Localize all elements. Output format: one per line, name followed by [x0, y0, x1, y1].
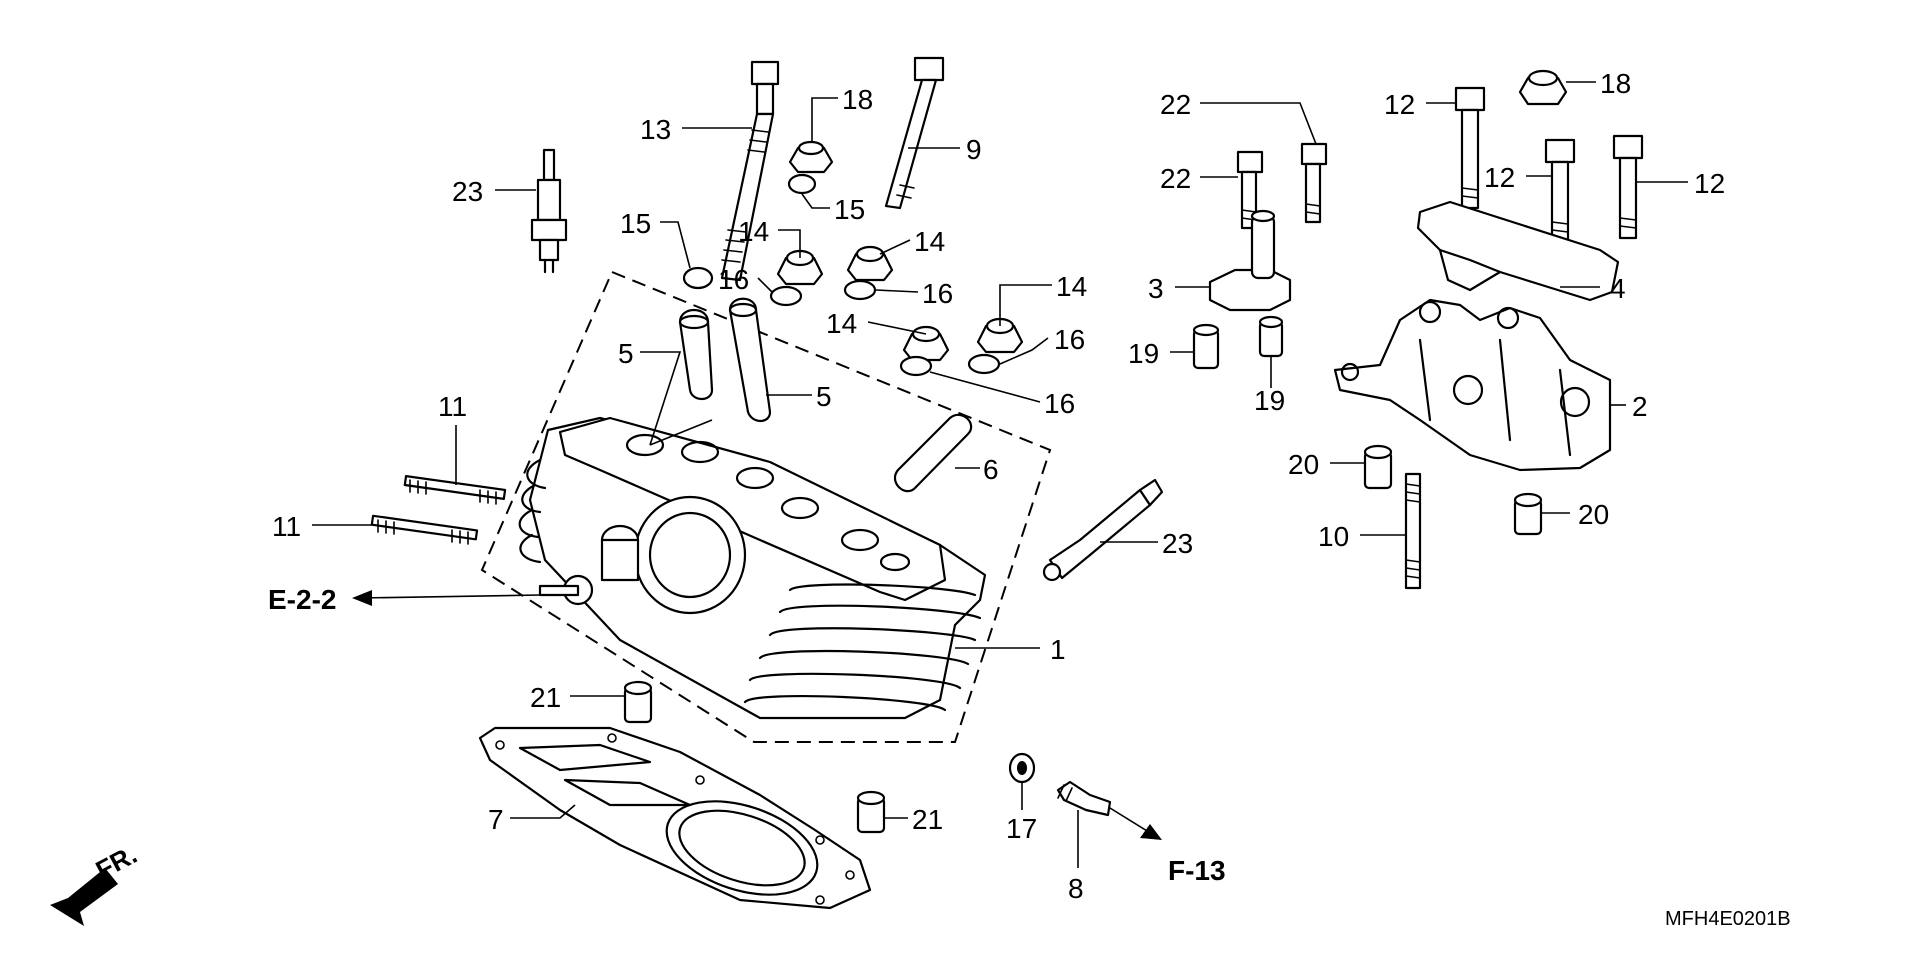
reference-arrow-left — [352, 590, 541, 606]
callout-14c: 14 — [1056, 271, 1087, 302]
rocker-plate — [1416, 200, 1620, 302]
callout-17: 17 — [1006, 813, 1037, 844]
callout-22b: 22 — [1160, 163, 1191, 194]
reference-label-left: E-2-2 — [268, 584, 336, 615]
callout-12b: 12 — [1484, 162, 1515, 193]
callout-15b: 15 — [834, 194, 865, 225]
callout-7: 7 — [488, 804, 504, 835]
washer-15-right — [787, 173, 817, 195]
front-arrow-icon: FR. — [50, 839, 142, 926]
nut-14-b — [846, 245, 894, 282]
collar-20-right — [1513, 492, 1543, 536]
callout-1: 1 — [1050, 634, 1066, 665]
callout-20b: 20 — [1578, 499, 1609, 530]
sealing-washer — [1008, 752, 1036, 784]
bolt-long — [884, 56, 945, 210]
head-gasket — [478, 726, 872, 910]
bolt-12-top — [1454, 86, 1486, 210]
callout-labels: 1 2 3 4 5 5 6 7 8 9 10 11 11 12 12 12 13… — [272, 68, 1725, 904]
cylinder-head — [518, 416, 987, 720]
assembly-outline — [480, 270, 1052, 743]
collar-20-left — [1363, 444, 1393, 490]
callout-16d: 16 — [1044, 388, 1075, 419]
callout-9: 9 — [966, 134, 982, 165]
spark-plug-right — [1042, 478, 1164, 582]
washer-16-d — [967, 353, 1001, 375]
callout-3: 3 — [1148, 273, 1164, 304]
callout-12c: 12 — [1694, 168, 1725, 199]
callout-6: 6 — [983, 454, 999, 485]
washer-16-c — [899, 355, 933, 377]
callout-19a: 19 — [1128, 338, 1159, 369]
callout-11b: 11 — [272, 511, 301, 542]
callout-4: 4 — [1610, 273, 1626, 304]
banjo-bolt — [1056, 780, 1112, 817]
drawing-code: MFH4E0201B — [1665, 908, 1791, 930]
callout-11a: 11 — [438, 391, 467, 422]
stud-bolt-long — [720, 60, 780, 282]
callout-22a: 22 — [1160, 89, 1191, 120]
nut-18-right — [1518, 69, 1568, 106]
callout-8: 8 — [1068, 873, 1084, 904]
callout-18a: 18 — [842, 84, 873, 115]
washer-16-a — [769, 285, 803, 307]
callout-23b: 23 — [1162, 528, 1193, 559]
callout-16a: 16 — [718, 264, 749, 295]
callout-2: 2 — [1632, 391, 1648, 422]
collar-19-right — [1258, 315, 1284, 358]
callout-16c: 16 — [1054, 324, 1085, 355]
reference-label-right: F-13 — [1168, 855, 1226, 886]
callout-21a: 21 — [530, 682, 561, 713]
stud-bolt-10 — [1404, 472, 1422, 590]
stud-bolt-lower — [370, 514, 479, 545]
callout-19b: 19 — [1254, 385, 1285, 416]
callout-21b: 21 — [912, 804, 943, 835]
dowel-pin-left — [623, 680, 653, 724]
callout-15a: 15 — [620, 208, 651, 239]
callout-13: 13 — [640, 114, 671, 145]
valve-guide-a — [678, 308, 714, 401]
rocker-holder — [1208, 209, 1292, 312]
rocker-arm-holder — [1333, 298, 1612, 472]
callout-18b: 18 — [1600, 68, 1631, 99]
bolt-22-right — [1300, 142, 1328, 224]
collar-19-left — [1192, 323, 1220, 370]
washer-stud — [682, 266, 714, 290]
callout-14d: 14 — [826, 308, 857, 339]
stud-bolt-upper — [403, 474, 507, 505]
leader-lines — [312, 81, 1688, 868]
valve-guide-c — [893, 413, 973, 493]
callout-20a: 20 — [1288, 449, 1319, 480]
callout-23a: 23 — [452, 176, 483, 207]
callout-16b: 16 — [922, 278, 953, 309]
reference-arrow-right — [1109, 807, 1162, 840]
washer-16-b — [843, 279, 877, 301]
nut-18-left — [788, 140, 834, 174]
callout-14a: 14 — [738, 216, 769, 247]
callout-5a: 5 — [618, 338, 634, 369]
bolt-12-middle — [1544, 138, 1576, 244]
dowel-pin-right — [856, 790, 886, 834]
spark-plug-left — [530, 148, 568, 274]
callout-5b: 5 — [816, 381, 832, 412]
valve-guide-b — [728, 297, 772, 423]
callout-10: 10 — [1318, 521, 1349, 552]
callout-14b: 14 — [914, 226, 945, 257]
callout-12a: 12 — [1384, 89, 1415, 120]
bolt-12-right — [1612, 134, 1644, 240]
nut-14-c — [902, 325, 950, 362]
